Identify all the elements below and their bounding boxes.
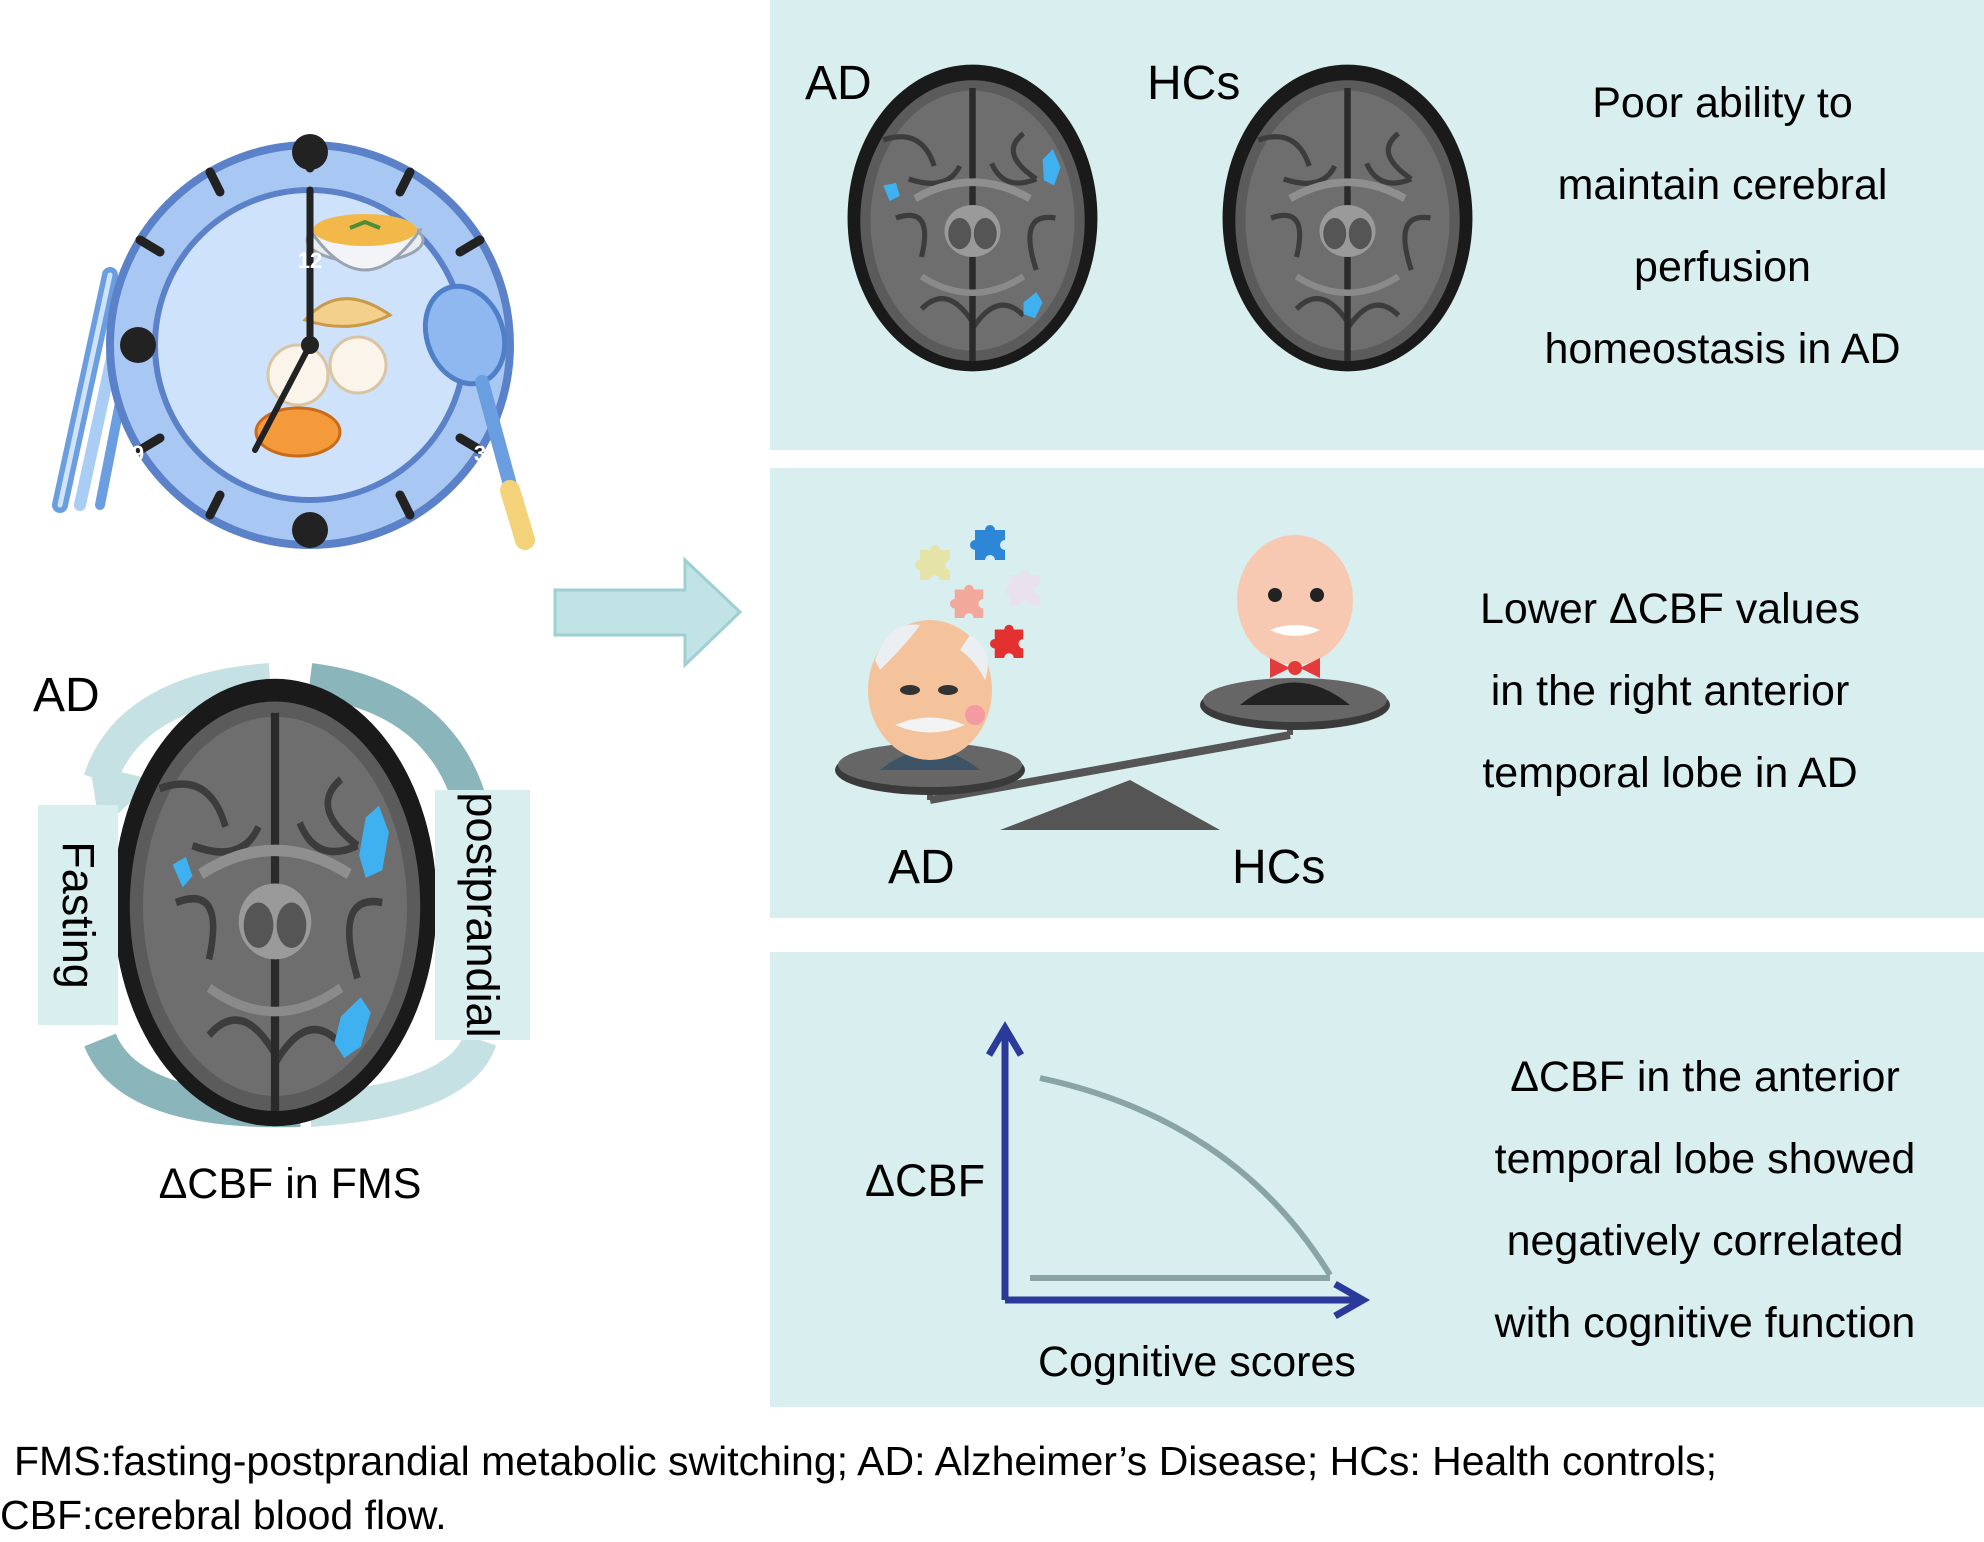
panel-cognitive-correlation: [770, 952, 1984, 1407]
panel3-ylabel: ΔCBF: [865, 1155, 986, 1206]
egg-icon: [254, 406, 342, 458]
bun-icon: [266, 343, 330, 407]
fulcrum: [1000, 780, 1220, 830]
clock-number-12: 12: [297, 248, 323, 273]
panel1-hcs-brain: [1220, 62, 1475, 374]
panel1-text-line: maintain cerebral: [1557, 161, 1888, 209]
panel1-ad-label: AD: [805, 57, 872, 110]
x-axis-arrowhead: [1333, 1280, 1371, 1320]
clock-badge-6: [292, 512, 328, 548]
panel3-text-line: ΔCBF in the anterior: [1510, 1053, 1900, 1101]
spoon-icon: [422, 283, 535, 550]
balance-scale-illustration: [835, 525, 1390, 830]
trend-curve: [1039, 1075, 1333, 1277]
postprandial-label: postprandial: [457, 792, 508, 1038]
panel1-text-line: Poor ability to: [1592, 79, 1853, 127]
clock-plate-illustration: 12 3 6 9: [20, 110, 540, 651]
correlation-schematic: [985, 1021, 1371, 1320]
panel2-ad-label: AD: [888, 841, 955, 894]
panel3-xlabel: Cognitive scores: [1038, 1338, 1356, 1386]
panel3-text-line: negatively correlated: [1506, 1217, 1904, 1265]
clock-badge-9: [120, 327, 156, 363]
right-arrow-icon: [553, 556, 743, 669]
panel2-text-line: in the right anterior: [1490, 667, 1850, 715]
panel2-text: Lower ΔCBF values in the right anterior …: [1435, 568, 1905, 814]
panel2-hcs-label: HCs: [1232, 841, 1326, 894]
dumpling-icon: [302, 297, 393, 328]
clock-hand-hour: [252, 342, 313, 453]
clock-number-3: 3: [473, 441, 487, 466]
left-ad-label: AD: [33, 669, 100, 722]
panel1-text: Poor ability to maintain cerebral perfus…: [1500, 62, 1945, 390]
panel3-text: ΔCBF in the anterior temporal lobe showe…: [1460, 1036, 1950, 1364]
fms-brain-image: [110, 675, 440, 1130]
footnote-line-1: FMS:fasting-postprandial metabolic switc…: [14, 1438, 1717, 1484]
panel1-text-line: perfusion: [1634, 243, 1811, 291]
fasting-tab: [38, 805, 118, 1025]
left-caption: ΔCBF in FMS: [158, 1160, 422, 1208]
fasting-label: Fasting: [53, 841, 104, 989]
panel3-text-line: temporal lobe showed: [1494, 1135, 1916, 1183]
clock-badge-12: [292, 134, 328, 170]
panel2-text-line: temporal lobe in AD: [1482, 749, 1858, 797]
panel1-ad-brain: [845, 62, 1100, 374]
postprandial-tab: [435, 790, 530, 1040]
clock-number-6: 6: [303, 626, 317, 651]
clock-number-9: 9: [131, 441, 145, 466]
panel1-hcs-label: HCs: [1147, 57, 1241, 110]
ad-patient-icon: [868, 620, 992, 770]
panel3-text-line: with cognitive function: [1494, 1299, 1916, 1347]
panel2-text-line: Lower ΔCBF values: [1479, 585, 1861, 633]
panel1-text-line: homeostasis in AD: [1544, 325, 1901, 373]
healthy-control-icon: [1237, 535, 1353, 705]
footnote-line-2: CBF:cerebral blood flow.: [0, 1492, 447, 1538]
y-axis-arrowhead: [985, 1021, 1025, 1057]
